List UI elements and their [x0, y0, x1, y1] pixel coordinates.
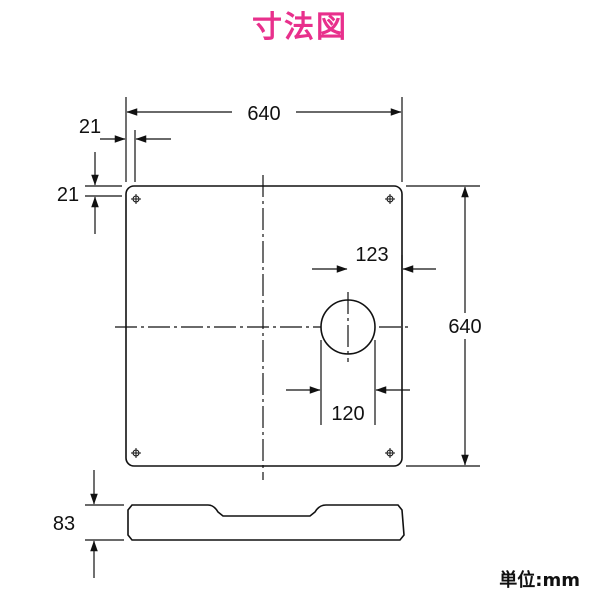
hole-offset-label: 123	[355, 244, 388, 266]
right-height-label: 640	[448, 316, 481, 338]
screw-mark-top-left	[131, 194, 141, 204]
hole-diameter-label: 120	[331, 403, 364, 425]
screw-mark-top-right	[385, 194, 395, 204]
tray-top-view	[125, 185, 403, 467]
top-offset-label: 21	[57, 184, 79, 206]
top-width-label: 640	[247, 103, 280, 125]
screw-mark-bottom-left	[131, 448, 141, 458]
screw-mark-bottom-right	[385, 448, 395, 458]
unit-label: 単位:mm	[499, 570, 580, 591]
tray-side-view	[127, 504, 405, 541]
side-height-label: 83	[53, 513, 75, 535]
left-offset-label: 21	[79, 116, 101, 138]
diagram-title: 寸法図	[252, 10, 348, 45]
